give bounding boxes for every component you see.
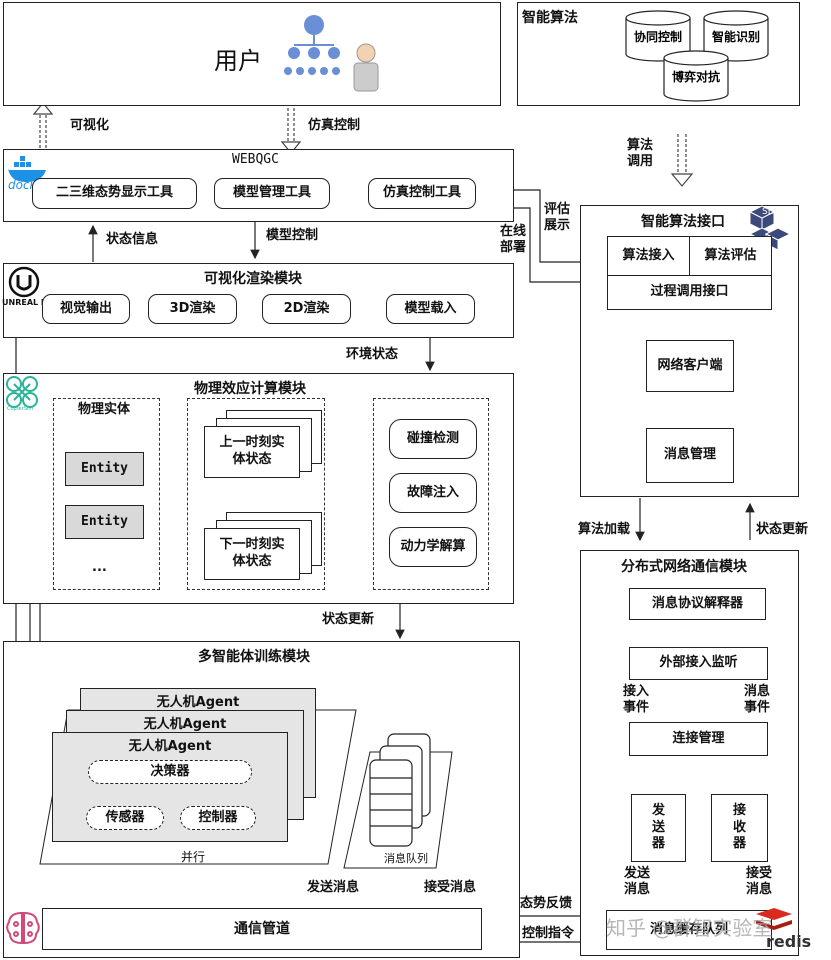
op-dynamics-solve: 动力学解算 [389, 527, 477, 567]
user-group-icon [284, 15, 379, 92]
entity-ellipsis: ... [92, 560, 107, 575]
render-step-model-load: 模型载入 [386, 294, 475, 324]
visualize-label: 可视化 [70, 118, 110, 133]
brain-icon [6, 911, 40, 945]
network-client-box: 网络客户端 [646, 340, 734, 392]
model-control-label: 模型控制 [266, 228, 319, 243]
dist-module-title: 分布式网络通信模块 [621, 559, 747, 575]
user-label: 用户 [214, 47, 262, 75]
tool-sim-control[interactable]: 仿真控制工具 [368, 178, 476, 209]
recv-msg-label: 接受消息 [424, 880, 477, 895]
msg-event-label: 消息事件 [744, 684, 771, 716]
connection-management-box: 连接管理 [629, 722, 768, 756]
tool-model-management[interactable]: 模型管理工具 [214, 178, 330, 209]
entity-group-title: 物理实体 [78, 402, 131, 417]
algo-call-label: 算法调用 [627, 138, 654, 170]
unreal-engine-icon [8, 266, 40, 298]
op-collision-detect: 碰撞检测 [389, 419, 477, 459]
status-info-label: 状态信息 [106, 232, 159, 247]
op-fault-inject: 故障注入 [389, 473, 477, 513]
state-group [187, 398, 325, 590]
sim-control-label: 仿真控制 [308, 118, 361, 133]
algorithm-cylinders-icon [625, 10, 769, 102]
redis-icon [756, 908, 792, 930]
unreal-engine-text: UNREAL ENGINE [2, 298, 75, 307]
recv-msg2-label: 接受消息 [746, 866, 773, 898]
physics-module-title: 物理效应计算模块 [194, 381, 306, 397]
online-deploy-label: 在线部署 [500, 224, 527, 256]
tool-situation-display[interactable]: 二三维态势显示工具 [32, 178, 197, 209]
agent-name-front: 无人机Agent [128, 739, 212, 754]
eval-show-label: 评估展示 [544, 202, 571, 234]
entity-box-1: Entity [65, 452, 144, 486]
prev-state-box: 上一时刻实体状态 [204, 426, 300, 478]
algo-game-confrontation: 博弈对抗 [671, 69, 720, 84]
receiver-box: 接收器 [711, 794, 768, 862]
situation-feedback-label: 态势反馈 [520, 896, 573, 911]
ops-group [373, 398, 489, 590]
sdk-label: SDK [762, 207, 781, 217]
message-management-box: 消息管理 [646, 428, 734, 483]
algo-interface-title: 智能算法接口 [641, 214, 725, 230]
coptersim-text: CopterSim [7, 406, 34, 412]
status-update-label-1: 状态更新 [322, 612, 375, 627]
webqgc-title: WEBQGC [232, 152, 279, 167]
render-step-2d: 2D渲染 [262, 294, 351, 324]
user-panel: 用户 [3, 2, 501, 106]
algo-load-label: 算法加载 [578, 522, 631, 537]
entity-group [53, 398, 160, 590]
comm-pipe-box: 通信管道 [42, 908, 482, 950]
process-call-interface: 过程调用接口 [607, 275, 772, 310]
entity-box-2: Entity [65, 505, 144, 539]
send-msg2-label: 发送消息 [624, 866, 651, 898]
external-listen-box: 外部接入监听 [629, 647, 768, 680]
send-msg-label: 发送消息 [307, 880, 360, 895]
render-step-visual-output: 视觉输出 [42, 294, 130, 324]
coptersim-icon [6, 376, 38, 408]
algorithms-title: 智能算法 [522, 10, 578, 26]
control-cmd-label: 控制指令 [522, 926, 575, 941]
parallel-label: 并行 [181, 850, 206, 864]
redis-text: redis [766, 932, 812, 951]
access-event-label: 接入事件 [623, 684, 650, 716]
agent-name-mid: 无人机Agent [143, 717, 227, 732]
message-queue-graphic [343, 733, 453, 869]
watermark-text: 知乎 @群智实验室 [606, 916, 773, 940]
render-step-3d: 3D渲染 [148, 294, 237, 324]
algo-smart-recognition: 智能识别 [711, 29, 760, 44]
message-cache-queue-box: 消息缓存队列 [606, 910, 772, 950]
status-update-label-2: 状态更新 [756, 522, 809, 537]
algo-coop-control: 协同控制 [633, 29, 682, 44]
agent-name-back: 无人机Agent [156, 695, 240, 710]
algo-access-box: 算法接入 [607, 236, 690, 276]
controller-box: 控制器 [180, 806, 256, 830]
message-queue-label: 消息队列 [384, 852, 428, 865]
marl-module-title: 多智能体训练模块 [198, 649, 310, 665]
protocol-parser-box: 消息协议解释器 [629, 588, 766, 620]
sender-box: 发送器 [631, 794, 686, 862]
decider-box: 决策器 [88, 760, 252, 784]
next-state-box: 下一时刻实体状态 [204, 528, 300, 580]
env-status-label: 环境状态 [346, 347, 399, 362]
sensor-box: 传感器 [86, 806, 164, 830]
algo-eval-box: 算法评估 [689, 236, 772, 276]
render-module-title: 可视化渲染模块 [204, 271, 302, 287]
